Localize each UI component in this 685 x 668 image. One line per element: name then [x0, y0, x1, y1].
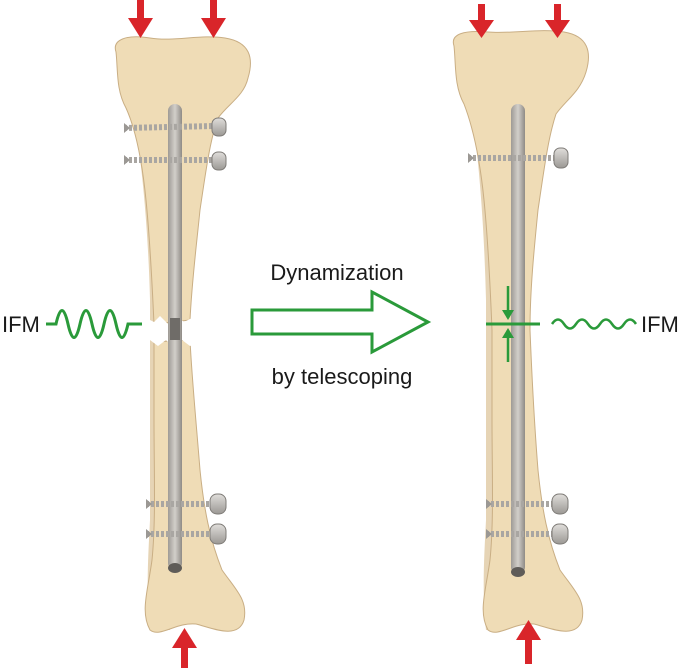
- right-screw-lower-1: [486, 493, 569, 515]
- dynamization-arrow: Dynamization by telescoping: [250, 260, 432, 389]
- compression-arrow-icon: [516, 620, 541, 664]
- left-screw-upper-2: [124, 151, 227, 171]
- compression-arrow-icon: [128, 0, 153, 38]
- right-screw-lower-2: [486, 523, 569, 545]
- right-compression-arrows: [469, 4, 570, 664]
- left-nail-gap-marker: [170, 318, 180, 340]
- right-fracture-closure: [486, 286, 540, 362]
- left-bone-upper: [114, 36, 251, 325]
- ifm-left: IFM: [2, 309, 142, 339]
- arrow-bottom-label: by telescoping: [272, 364, 413, 389]
- right-tibia: [452, 30, 589, 633]
- left-nail-tip: [168, 563, 182, 573]
- right-screw-upper: [468, 147, 569, 169]
- ifm-left-label: IFM: [2, 312, 40, 337]
- right-nail-tip: [511, 567, 525, 577]
- arrow-top-label: Dynamization: [270, 260, 403, 285]
- compression-arrow-icon: [545, 4, 570, 38]
- left-screw-lower-1: [146, 493, 227, 515]
- wave-icon: [550, 318, 638, 330]
- compression-arrow-icon: [172, 628, 197, 668]
- left-screw-lower-2: [146, 523, 227, 545]
- ifm-right: IFM: [550, 312, 679, 337]
- ifm-right-label: IFM: [641, 312, 679, 337]
- left-screw-upper-1: [123, 117, 227, 137]
- wave-icon: [46, 309, 142, 339]
- hollow-arrow-icon: [250, 289, 432, 355]
- left-compression-arrows: [128, 0, 226, 668]
- left-tibia: [114, 36, 251, 633]
- left-bone-lower: [144, 339, 246, 633]
- right-nail: [511, 104, 525, 574]
- compression-arrow-icon: [469, 4, 494, 38]
- compression-arrow-icon: [201, 0, 226, 38]
